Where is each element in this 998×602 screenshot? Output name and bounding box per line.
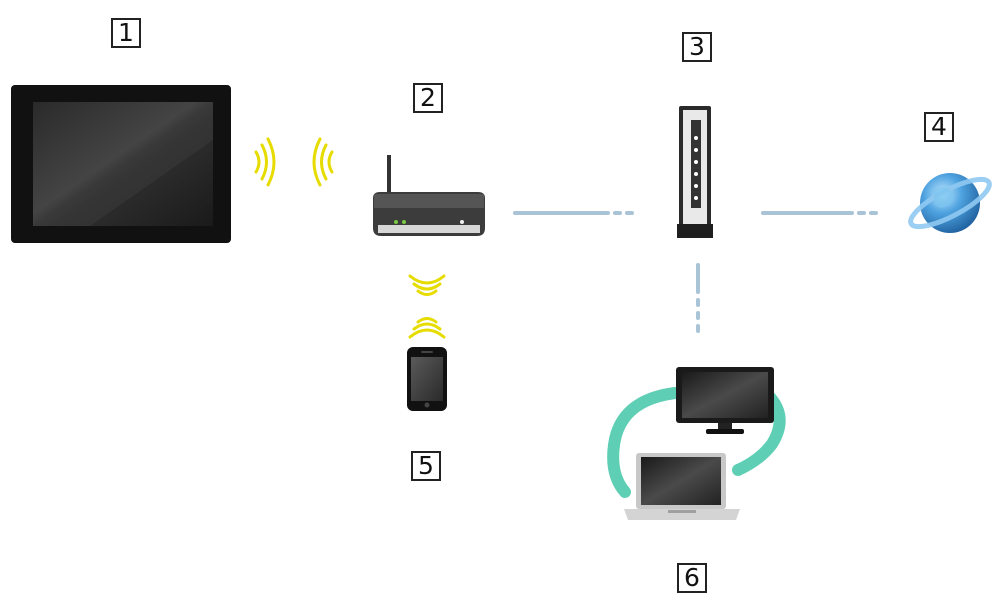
globe-icon xyxy=(908,173,992,233)
label-smartphone: 5 xyxy=(411,451,441,481)
label-tv: 1 xyxy=(111,18,141,48)
wifi-waves-phone-icon xyxy=(408,274,446,339)
flat-tv-icon xyxy=(11,85,231,243)
laptop-icon xyxy=(624,453,740,520)
monitor-icon xyxy=(676,367,774,434)
modem-icon xyxy=(677,106,713,238)
wifi-waves-tv-icon xyxy=(254,137,334,187)
label-wireless-router: 2 xyxy=(413,83,443,113)
label-network-devices: 6 xyxy=(677,563,707,593)
smartphone-icon xyxy=(407,347,447,411)
label-modem: 3 xyxy=(682,32,712,62)
wireless-router-icon xyxy=(373,155,485,236)
label-internet: 4 xyxy=(924,112,954,142)
